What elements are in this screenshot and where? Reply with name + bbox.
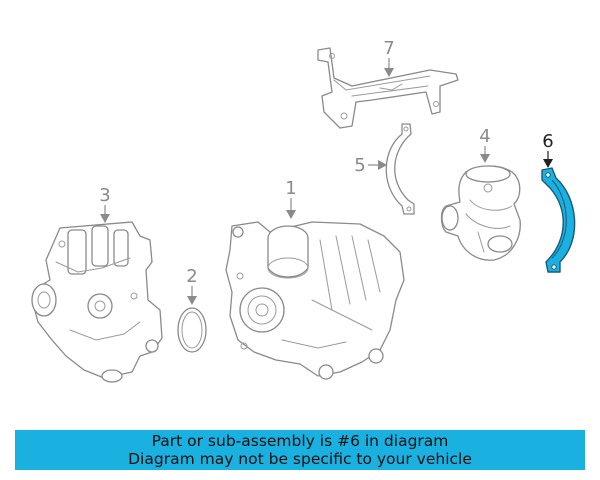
svg-text:7: 7: [383, 38, 394, 59]
svg-text:4: 4: [479, 126, 490, 147]
part-5-strap: [385, 123, 415, 215]
svg-text:3: 3: [99, 185, 110, 206]
part-2-oring: [177, 307, 207, 353]
callout-4: 4: [479, 126, 491, 163]
part-7-bracket: [317, 47, 459, 129]
part-3-housing: [31, 221, 163, 383]
svg-text:6: 6: [542, 131, 553, 152]
svg-text:5: 5: [354, 155, 365, 176]
callout-7: 7: [383, 38, 395, 77]
svg-text:1: 1: [285, 178, 296, 199]
callout-2: 2: [186, 266, 198, 305]
part-6-strap-highlighted: [541, 167, 576, 273]
callout-5: 5: [354, 155, 387, 176]
info-banner: Part or sub-assembly is #6 in diagram Di…: [15, 430, 585, 470]
svg-text:2: 2: [186, 266, 197, 287]
parts-diagram: 1 2 3 4 5 6 7: [31, 38, 576, 383]
callout-6: 6: [542, 131, 554, 168]
part-4-pump: [440, 165, 521, 261]
banner-line-1: Part or sub-assembly is #6 in diagram: [151, 432, 449, 450]
callout-3: 3: [99, 185, 111, 223]
banner-line-2: Diagram may not be specific to your vehi…: [128, 450, 472, 468]
callout-1: 1: [285, 178, 297, 219]
part-1-pump-assembly: [225, 221, 405, 380]
